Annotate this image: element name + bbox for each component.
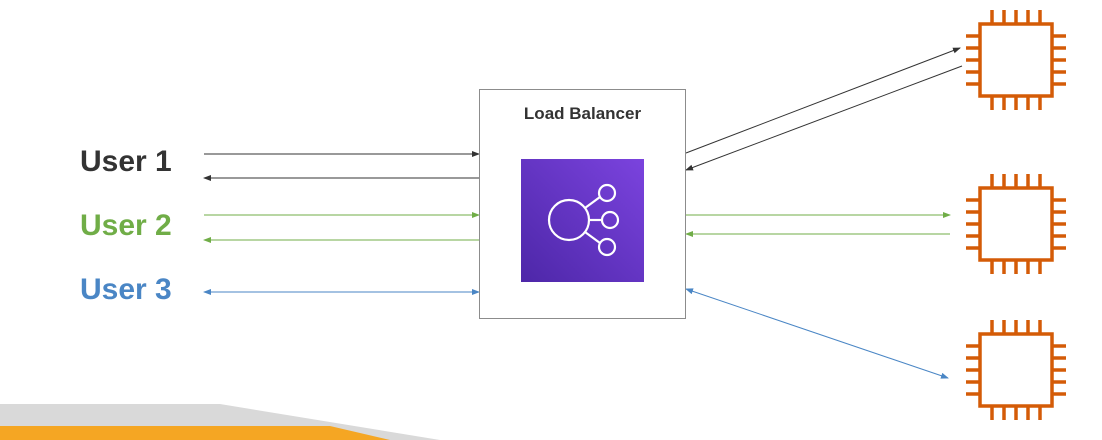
ec2-instance-1-icon[interactable] xyxy=(964,8,1068,112)
bottom-decorative-bar xyxy=(0,404,440,440)
ec2-instance-3-icon[interactable] xyxy=(964,318,1068,422)
ec2-instance-2-icon[interactable] xyxy=(964,172,1068,276)
elastic-load-balancing-icon xyxy=(521,159,644,282)
user-1-label: User 1 xyxy=(80,145,172,178)
user-3-label: User 3 xyxy=(80,273,172,306)
lb-instance3-bidirectional-arrow xyxy=(685,288,949,379)
user-2-label: User 2 xyxy=(80,209,172,242)
load-balancer-title: Load Balancer xyxy=(523,104,642,123)
load-balancer-box[interactable]: Load Balancer xyxy=(479,89,686,319)
instance1-to-lb-arrow xyxy=(685,65,963,171)
lb-to-instance1-arrow xyxy=(685,47,961,154)
